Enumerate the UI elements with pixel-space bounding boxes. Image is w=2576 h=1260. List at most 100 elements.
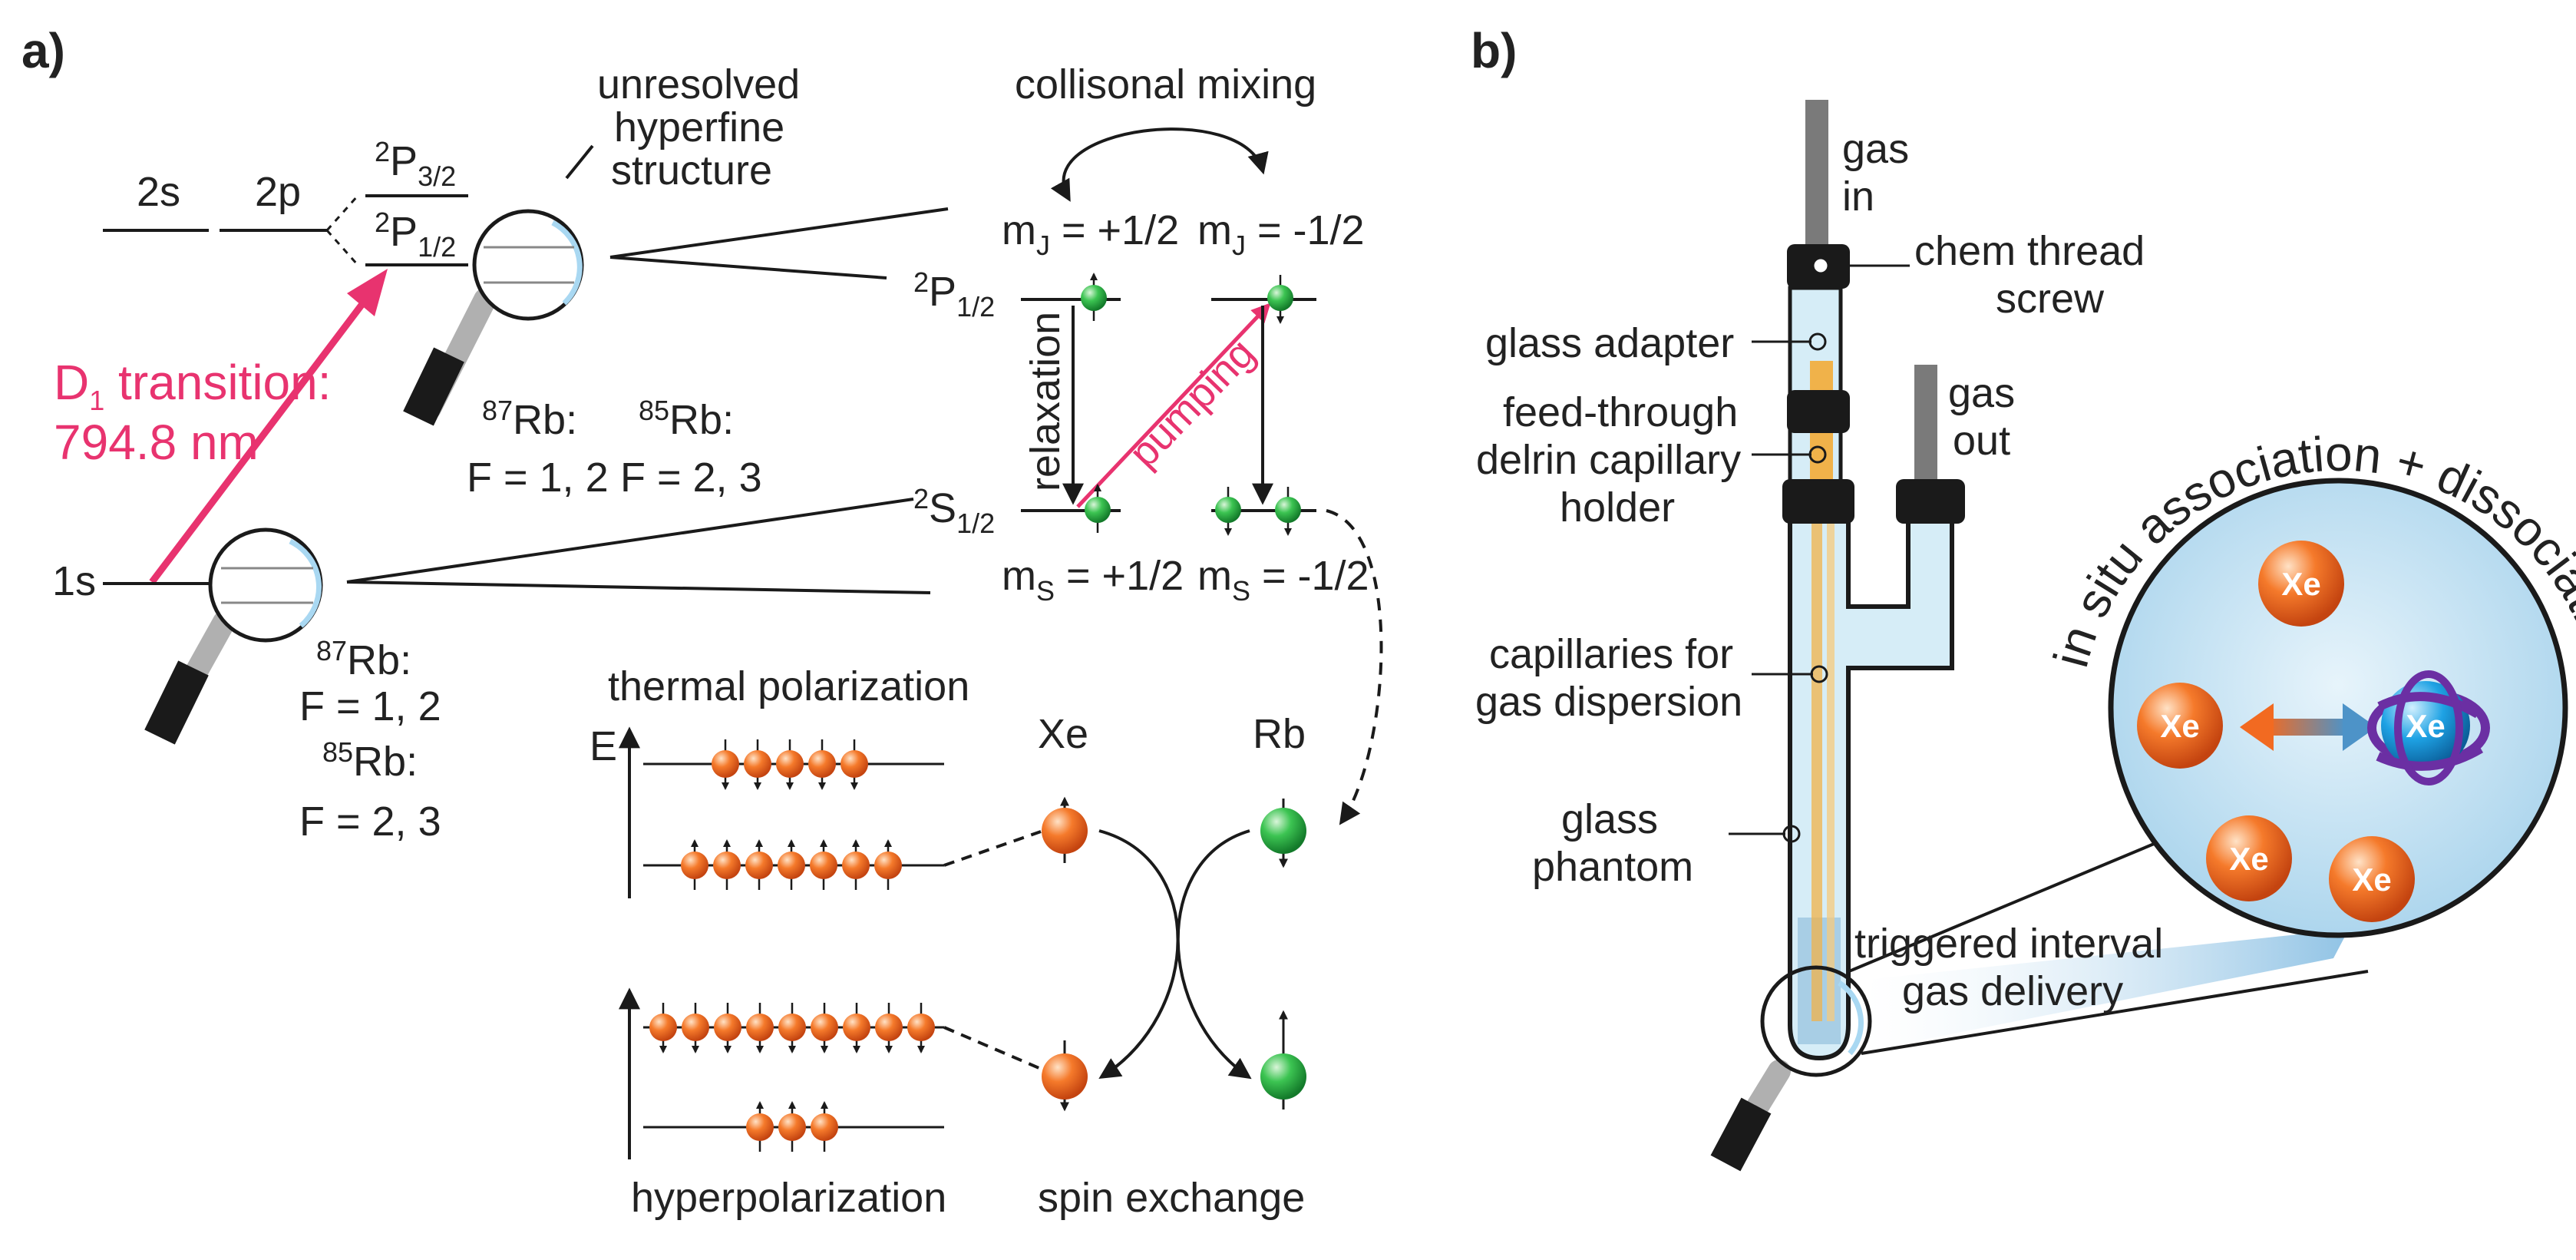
- xe-spin: [808, 739, 836, 790]
- zoom-line-lower-a: [346, 498, 914, 584]
- xe-atom-bottom-1: Xe: [2206, 815, 2292, 901]
- gas-out-tube: [1914, 365, 1937, 488]
- xe-spin-bottom: [1042, 1040, 1088, 1112]
- magnifier-lower-icon: [144, 527, 323, 745]
- magnifier-phantom-icon: [1710, 965, 1872, 1172]
- association-arrow: [2240, 703, 2376, 751]
- rb-spin-s12-minus-2: [1275, 487, 1301, 536]
- hyperpol-label: hyperpolarization: [631, 1175, 946, 1221]
- rb-spin-p12-plus: [1081, 273, 1107, 321]
- gas-in-tube: [1805, 100, 1828, 244]
- xe-spin: [712, 739, 739, 790]
- callout-capillaries: [1752, 665, 1828, 683]
- label-2s: 2s: [137, 169, 180, 215]
- rb85-lower: 85Rb:: [322, 736, 418, 785]
- thermal-dashed-link: [943, 830, 1042, 867]
- label-1s: 1s: [52, 558, 96, 604]
- panel-a-tag: a): [21, 23, 65, 78]
- ms-plus-label: mS = +1/2: [1002, 553, 1184, 607]
- s12-right-label: 2S1/2: [913, 483, 995, 539]
- rb85-upper: 85Rb:: [639, 395, 734, 443]
- xe-spin: [811, 1101, 838, 1152]
- hyper-upper-spins: [649, 1003, 935, 1053]
- rb-dashed-arrow: [1326, 509, 1383, 825]
- xe-spin: [745, 839, 773, 890]
- callout-glass-phantom: [1729, 825, 1801, 843]
- hyper-dashed-link: [943, 1026, 1042, 1070]
- thermal-lower-spins: [681, 839, 902, 890]
- zoom-cone: [1861, 929, 2349, 1052]
- pumping-label: pumping: [1120, 330, 1263, 477]
- capillary-2: [1827, 522, 1835, 1021]
- xe-spin: [841, 739, 868, 790]
- thermal-upper-spins: [712, 739, 868, 790]
- xe-spin: [842, 839, 870, 890]
- xe-spin: [681, 839, 708, 890]
- svg-text:Xe: Xe: [2281, 566, 2320, 602]
- callout-glass-adapter: [1752, 332, 1827, 351]
- xe-atom-bottom-2: Xe: [2329, 836, 2415, 922]
- magnifier-upper-icon: [403, 209, 584, 426]
- rb-spin-s12-plus: [1085, 484, 1111, 533]
- caged-xe-atom: Xe: [2367, 670, 2490, 785]
- pumping-arrow: [1076, 303, 1271, 508]
- svg-text:Xe: Xe: [2160, 708, 2199, 744]
- d1-transition-arrow: [149, 296, 370, 584]
- energy-label: E: [590, 723, 617, 769]
- rb87-upper: 87Rb:: [482, 395, 577, 443]
- xe-spin: [778, 1003, 806, 1053]
- xe-spin: [843, 1003, 870, 1053]
- feed-through-insert: [1810, 361, 1833, 392]
- xe-spin: [746, 1101, 774, 1152]
- rb87-lower: 87Rb:: [316, 635, 411, 683]
- spin-exchange-label: spin exchange: [1038, 1175, 1305, 1221]
- xe-spin: [746, 1003, 774, 1053]
- d1-label: D1 transition:: [54, 355, 332, 416]
- label-p32: 2P3/2: [375, 136, 456, 192]
- label-p12: 2P1/2: [375, 207, 456, 263]
- xe-spin: [776, 739, 804, 790]
- p12-right-label: 2P1/2: [913, 266, 995, 322]
- svg-text:Xe: Xe: [2229, 841, 2268, 877]
- rb-spin-top: [1260, 799, 1306, 868]
- phantom-cap-side: [1896, 479, 1965, 524]
- mj-plus-label: mJ = +1/2: [1002, 207, 1179, 261]
- zoom-line-b-bottom: [1861, 970, 2369, 1055]
- callout-feed-through: [1752, 445, 1827, 464]
- xe-atom-top: Xe: [2258, 541, 2344, 627]
- rb85-upper-f: F = 2, 3: [620, 455, 762, 501]
- ms-minus-label: mS = -1/2: [1197, 553, 1369, 607]
- glass-adapter-label: glass adapter: [1485, 320, 1734, 366]
- xe-spin: [714, 1003, 741, 1053]
- zoom-line-upper-a: [609, 207, 949, 259]
- zoom-line-upper-b: [609, 256, 887, 279]
- rb-spin-s12-minus-1: [1215, 487, 1241, 536]
- xe-spin: [778, 839, 805, 890]
- xe-spin: [778, 1101, 806, 1152]
- zoom-bubble: [2108, 478, 2568, 938]
- xe-spin: [649, 1003, 677, 1053]
- relaxation-label: relaxation: [1022, 312, 1068, 491]
- rb87-upper-f: F = 1, 2: [467, 455, 609, 501]
- hyper-lower-spins: [746, 1101, 838, 1152]
- rb-label: Rb: [1253, 711, 1306, 757]
- panel-b-tag: b): [1471, 23, 1517, 78]
- xe-spin: [811, 1003, 838, 1053]
- capillary-1: [1811, 522, 1822, 1021]
- xe-spin: [713, 839, 741, 890]
- collisional-mixing-arrow: [1050, 127, 1269, 202]
- rb85-lower-f: F = 2, 3: [299, 799, 441, 845]
- xe-label: Xe: [1038, 711, 1088, 757]
- phantom-cap-main: [1782, 479, 1854, 524]
- callout-chem-thread: [1811, 256, 1910, 275]
- xe-spin: [874, 839, 902, 890]
- d1-wavelength: 794.8 nm: [54, 415, 259, 470]
- svg-text:Xe: Xe: [2406, 708, 2445, 744]
- rb-spin-p12-minus: [1267, 275, 1293, 324]
